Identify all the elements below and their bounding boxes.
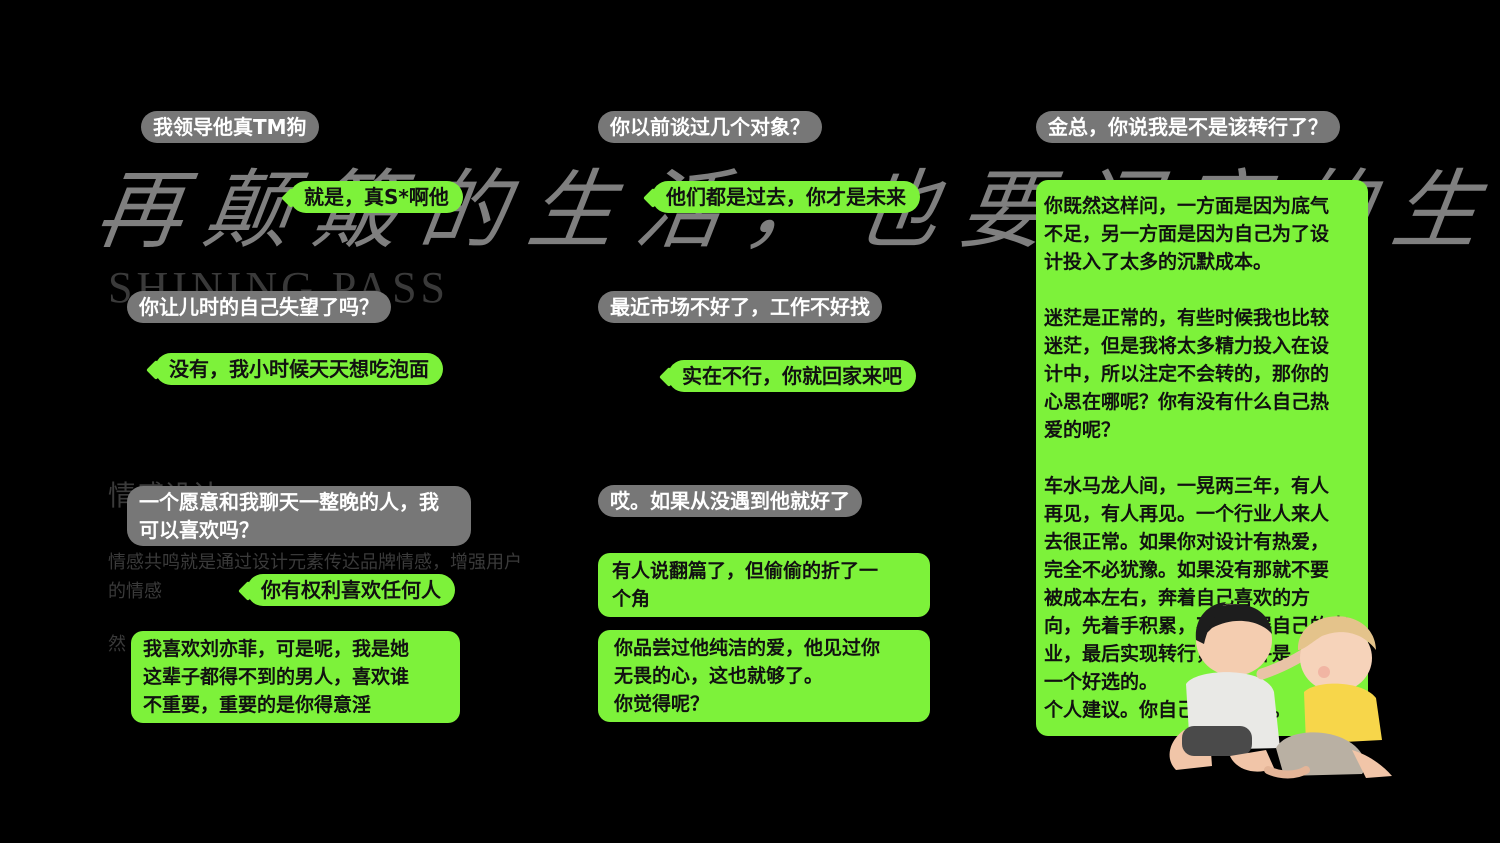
background-paragraph: 情感共鸣就是通过设计元素传达品牌情感，增强用户的情感	[108, 552, 522, 601]
col2-question-2: 最近市场不好了，工作不好找	[598, 291, 882, 323]
col2-answer-3: 有人说翻篇了，但偷偷的折了一 个角	[598, 553, 930, 617]
col2-question-1: 你以前谈过几个对象？	[598, 111, 822, 143]
col2-question-3: 哎。如果从没遇到他就好了	[598, 485, 862, 517]
col1-answer-3: 你有权利喜欢任何人	[247, 574, 455, 606]
col1-question-1: 我领导他真TM狗	[141, 111, 319, 143]
two-kids-illustration-icon	[1169, 602, 1392, 779]
col1-answer-2: 没有，我小时候天天想吃泡面	[155, 353, 443, 385]
col1-answer-1: 就是，真S*啊他	[290, 181, 463, 213]
col1-question-2: 你让儿时的自己失望了吗？	[127, 291, 391, 323]
col2-answer-4: 你品尝过他纯洁的爱，他见过你 无畏的心，这也就够了。 你觉得呢？	[598, 630, 930, 722]
background-paragraph-tail: 然	[108, 634, 126, 654]
col2-answer-1: 他们都是过去，你才是未来	[652, 181, 920, 213]
col1-question-3: 一个愿意和我聊天一整晚的人，我 可以喜欢吗？	[127, 486, 471, 546]
col1-answer-4: 我喜欢刘亦菲，可是呢，我是她 这辈子都得不到的男人，喜欢谁 不重要，重要的是你得…	[131, 631, 460, 723]
col3-question-1: 金总，你说我是不是该转行了？	[1036, 111, 1340, 143]
col2-answer-2: 实在不行，你就回家来吧	[668, 360, 916, 392]
